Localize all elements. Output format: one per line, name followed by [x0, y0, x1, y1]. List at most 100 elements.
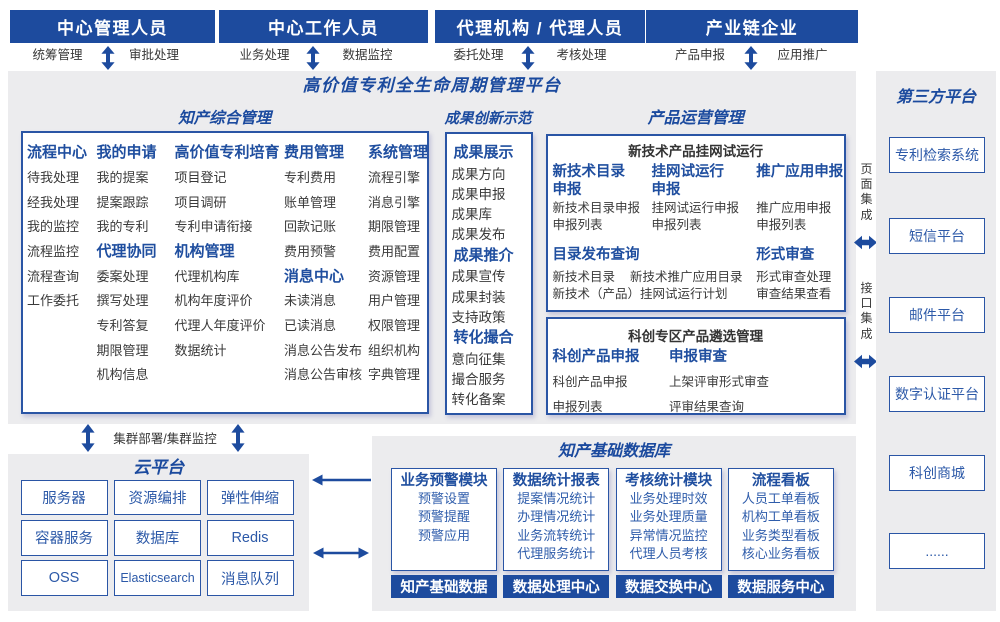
database-center-box: 知产基础数据: [391, 575, 497, 599]
ip-column-header: 机构管理: [174, 242, 235, 260]
trial-box: [545, 133, 846, 313]
achievement-box: [444, 131, 533, 415]
cloud-cell: 数据库: [114, 520, 201, 556]
database-module: 业务预警模块预警设置预警提醒预警应用: [391, 467, 497, 572]
achievement-item: 成果申报: [451, 186, 506, 202]
db-to-cloud-arrow-icon: [312, 474, 371, 486]
achievement-header: 成果推介: [453, 246, 514, 264]
user-group-title: 中心管理人员: [10, 10, 215, 43]
user-group-label: 产品申报: [674, 48, 725, 62]
formal-review-item-1: 形式审查处理: [756, 269, 832, 284]
cloud-cell: 弹性伸缩: [206, 479, 294, 516]
ip-item: 资源管理: [368, 268, 421, 284]
ip-item: 机构信息: [96, 367, 149, 383]
achievement-item: 成果封装: [451, 289, 506, 305]
catalog-item-2: 新技术推广应用目录: [630, 269, 743, 284]
achievement-header: 转化撮合: [453, 329, 514, 347]
ip-item: 期限管理: [368, 219, 421, 235]
ip-management-title: 知产综合管理: [178, 110, 272, 127]
ip-item: 项目调研: [174, 194, 227, 210]
database-center-box: 数据交换中心: [615, 575, 722, 599]
ip-item: 流程监控: [27, 243, 80, 259]
database-module-header: 考核统计模块: [625, 473, 713, 490]
declare-review-header: 申报审查: [669, 349, 727, 366]
database-center-box: 数据服务中心: [727, 575, 834, 599]
trial-item: 申报列表: [651, 218, 702, 232]
trial-column-header: 挂网试运行申报: [652, 163, 725, 199]
database-module: 考核统计模块业务处理时效业务处理质量异常情况监控代理人员考核: [615, 467, 722, 572]
cluster-arrow-left-icon: [81, 424, 95, 452]
cluster-arrow-right-icon: [231, 424, 245, 452]
selection-box-title: 科创专区产品遴选管理: [628, 329, 764, 344]
trial-column-header: 新技术目录申报: [553, 163, 626, 199]
catalog-item-3: 新技术（产品）挂网试运行计划: [552, 287, 728, 302]
page-integration-arrow-icon: [854, 235, 877, 250]
third-party-title: 第三方平台: [895, 89, 976, 106]
database-module-item: 代理人员考核: [629, 545, 708, 561]
ip-column-header: 我的申请: [96, 144, 157, 162]
ip-column-header: 流程中心: [27, 144, 88, 162]
user-group-title: 中心工作人员: [219, 10, 428, 43]
selection-box: [545, 316, 846, 415]
cloud-cell: 消息队列: [206, 560, 294, 596]
trial-item: 申报列表: [552, 218, 603, 232]
ip-item: 提案跟踪: [96, 194, 149, 210]
database-module-item: 核心业务看板: [741, 545, 820, 561]
user-group-title: 代理机构 / 代理人员: [435, 10, 645, 43]
declare-review-item-1: 上架评审形式审查: [669, 375, 770, 389]
achievement-item: 撮合服务: [451, 372, 506, 388]
cloud-db-double-arrow-icon: [313, 547, 369, 559]
trial-column-header-line: 申报: [651, 182, 681, 198]
ip-item: 我的提案: [96, 169, 149, 185]
ip-column: 我的申请我的提案提案跟踪我的专利代理协同委案处理撰写处理专利答复期限管理机构信息: [97, 140, 157, 387]
interface-integration-arrow-icon: [854, 354, 877, 369]
ip-item: 期限管理: [96, 342, 149, 358]
ip-item: 字典管理: [368, 367, 421, 383]
ip-column-header: 系统管理: [368, 144, 429, 162]
database-module: 流程看板人员工单看板机构工单看板业务类型看板核心业务看板: [727, 467, 834, 572]
user-group-label: 审批处理: [128, 48, 179, 62]
interface-integration-label: 接口集成: [860, 281, 873, 341]
ip-item: 回款记账: [284, 219, 337, 235]
cloud-cell: Redis: [206, 520, 294, 556]
database-module-item: 办理情况统计: [517, 509, 596, 525]
database-module-item: 预警设置: [417, 491, 470, 507]
ip-item: 账单管理: [284, 194, 337, 210]
ip-item: 已读消息: [284, 317, 337, 333]
ip-item: 流程引擎: [368, 169, 421, 185]
trial-box-title: 新技术产品挂网试运行: [628, 144, 764, 159]
ip-item: 权限管理: [368, 317, 421, 333]
vertical-double-arrow-icon: [521, 46, 535, 70]
ip-item: 我的专利: [96, 219, 149, 235]
cloud-cell: 服务器: [20, 479, 108, 516]
ip-item: 撰写处理: [96, 293, 149, 309]
ip-item: 代理机构库: [174, 268, 240, 284]
database-module: 数据统计报表提案情况统计办理情况统计业务流转统计代理服务统计: [503, 467, 610, 572]
database-module-item: 代理服务统计: [517, 545, 596, 561]
ip-column-header: 高价值专利培育: [174, 144, 280, 162]
user-group-label: 数据监控: [342, 48, 393, 62]
ip-item: 专利答复: [96, 317, 149, 333]
database-module-item: 人员工单看板: [741, 491, 820, 507]
achievement-item: 成果发布: [451, 227, 506, 243]
trial-column-header-line: 新技术目录: [552, 164, 626, 180]
ip-management-box: [20, 131, 429, 414]
ip-column: 费用管理专利费用账单管理回款记账费用预警消息中心未读消息已读消息消息公告发布消息…: [284, 140, 362, 387]
ip-item: 专利申请衔接: [174, 219, 253, 235]
achievement-item: 成果库: [451, 206, 493, 222]
ip-item: 项目登记: [174, 169, 227, 185]
trial-item: 推广应用申报: [756, 200, 832, 215]
database-module-item: 业务类型看板: [741, 527, 820, 543]
sci-product-header: 科创产品申报: [552, 349, 640, 366]
ip-column-header: 费用管理: [284, 144, 345, 162]
trial-item: 申报列表: [756, 218, 807, 232]
trial-column-header-line: 推广应用申报: [756, 164, 844, 180]
ip-item: 组织机构: [368, 342, 421, 358]
database-module-item: 业务处理时效: [629, 491, 708, 507]
declare-review-item-2: 评审结果查询: [669, 399, 745, 414]
third-party-box: 科创商城: [889, 454, 985, 491]
ip-column: 流程中心待我处理经我处理我的监控流程监控流程查询工作委托: [27, 140, 87, 313]
third-party-box: 专利检索系统: [889, 136, 985, 173]
cloud-cell: 容器服务: [20, 520, 108, 556]
page-integration-label: 页面集成: [860, 162, 873, 222]
